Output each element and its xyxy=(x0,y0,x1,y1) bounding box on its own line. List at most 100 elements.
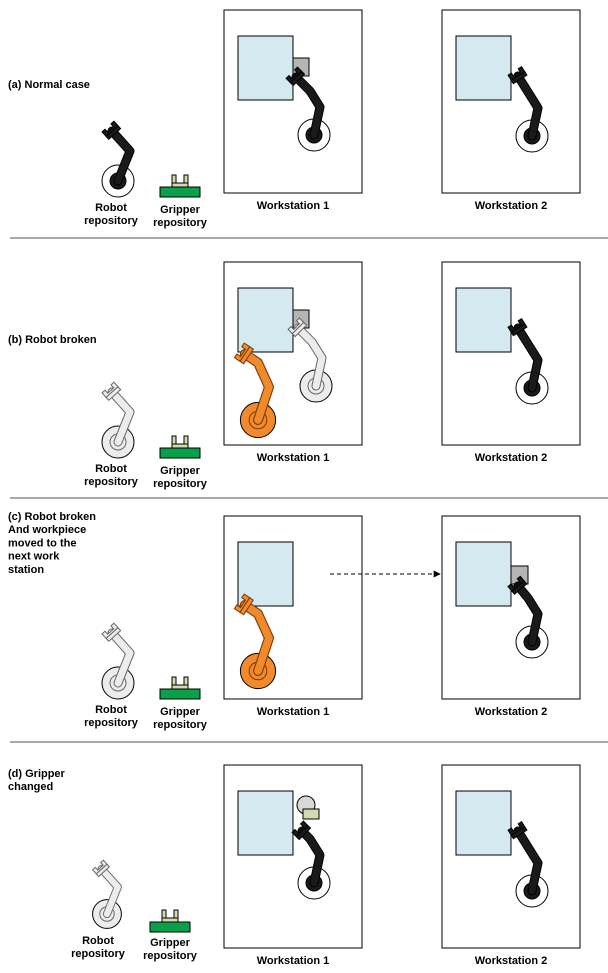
workpiece xyxy=(455,790,512,856)
workstation-1 xyxy=(223,515,363,700)
robot-claw xyxy=(101,381,119,399)
workstation-2-label-line: Workstation 2 xyxy=(475,706,548,718)
robot-arm xyxy=(240,601,273,675)
panel-caption-line: (c) Robot broken xyxy=(8,511,96,523)
robot-arm xyxy=(294,324,326,390)
robot-claw xyxy=(101,120,119,138)
gripper-repository xyxy=(159,174,201,198)
robot-repository-label-line: repository xyxy=(71,948,126,960)
gripper-repository-base xyxy=(159,186,201,198)
robot-claw xyxy=(291,820,309,838)
robot-arm xyxy=(240,350,273,424)
gripper-repository-label-line: Gripper xyxy=(160,204,200,216)
robot-repository-label-line: Robot xyxy=(95,202,127,214)
panel-caption-line: moved to the xyxy=(8,537,76,549)
gripper-repository xyxy=(159,676,201,700)
workpiece xyxy=(237,790,294,856)
gripper-repository-base xyxy=(149,921,191,933)
panel-caption-line: changed xyxy=(8,781,53,793)
workpiece xyxy=(237,35,294,101)
robot-repository-label-line: repository xyxy=(84,717,139,729)
workpiece xyxy=(455,541,512,607)
workstation-1-label-line: Workstation 1 xyxy=(257,452,330,464)
workstation-1-label: Workstation 1 xyxy=(257,955,330,967)
robot-claw xyxy=(101,622,119,640)
workstation-1-label: Workstation 1 xyxy=(257,452,330,464)
robot-claw xyxy=(507,65,526,81)
robot-arm xyxy=(108,127,134,185)
workstation-2-label: Workstation 2 xyxy=(475,955,548,967)
gripper-repository-label-line: Gripper xyxy=(160,706,200,718)
workstation-2-label: Workstation 2 xyxy=(475,200,548,212)
robot-arm xyxy=(108,388,134,446)
workstation-2 xyxy=(441,515,581,700)
workstation-1 xyxy=(223,764,363,949)
robot-repository-label-line: repository xyxy=(84,476,139,488)
robot-repository-label-line: Robot xyxy=(95,704,127,716)
workstation-1-label-line: Workstation 1 xyxy=(257,706,330,718)
workpiece xyxy=(455,287,512,353)
gripper-repository-label-line: repository xyxy=(153,719,208,731)
workstation-2-label: Workstation 2 xyxy=(475,706,548,718)
workstation-1 xyxy=(223,261,363,446)
robot-repository xyxy=(101,120,135,198)
gripper-repository xyxy=(159,435,201,459)
gripper-bridge xyxy=(171,684,189,690)
robot-arm xyxy=(514,324,542,392)
robot-claw xyxy=(507,575,525,592)
robot-claw xyxy=(287,317,305,335)
alt-gripper-body xyxy=(302,808,320,820)
gripper-repository-label-line: repository xyxy=(153,217,208,229)
robot-arm xyxy=(514,72,542,140)
robot-arm xyxy=(108,629,134,687)
workstation-1-label: Workstation 1 xyxy=(257,706,330,718)
robot-claw xyxy=(285,66,303,84)
workstation-2 xyxy=(441,9,581,194)
workstation-1-label: Workstation 1 xyxy=(257,200,330,212)
gripper-repository-label-line: repository xyxy=(143,950,198,962)
gripper-repository xyxy=(149,909,191,933)
gripper-repository-label-line: repository xyxy=(153,478,208,490)
workpiece xyxy=(237,287,294,353)
panel-caption-line: (d) Gripper xyxy=(8,768,66,780)
robot-arm xyxy=(292,73,324,139)
workstation-1-label-line: Workstation 1 xyxy=(257,200,330,212)
robot-repository xyxy=(101,381,135,459)
panel-caption-line: (b) Robot broken xyxy=(8,334,97,346)
robot-repository xyxy=(101,622,135,700)
robot-claw xyxy=(233,593,251,614)
gripper-repository-label-line: Gripper xyxy=(150,937,190,949)
robot-claw xyxy=(507,820,526,836)
robot-claw xyxy=(91,859,108,875)
panel-caption-line: next work xyxy=(8,551,60,563)
gripper-bridge xyxy=(161,917,179,923)
workpiece xyxy=(455,35,512,101)
gripper-bridge xyxy=(171,443,189,449)
panel-caption: (b) Robot broken xyxy=(8,334,97,346)
robot-repository-label-line: Robot xyxy=(95,463,127,475)
robot-arm xyxy=(514,827,542,895)
panel-caption: (a) Normal case xyxy=(8,79,90,91)
workstation-2 xyxy=(441,764,581,949)
workstation-1-label-line: Workstation 1 xyxy=(257,955,330,967)
workstation-2-label: Workstation 2 xyxy=(475,452,548,464)
workstation-2-label-line: Workstation 2 xyxy=(475,452,548,464)
robot-arm xyxy=(298,827,324,887)
panel-caption-line: (a) Normal case xyxy=(8,79,90,91)
workpiece xyxy=(237,541,294,607)
workstation-1 xyxy=(223,9,363,194)
gripper-repository-base xyxy=(159,688,201,700)
